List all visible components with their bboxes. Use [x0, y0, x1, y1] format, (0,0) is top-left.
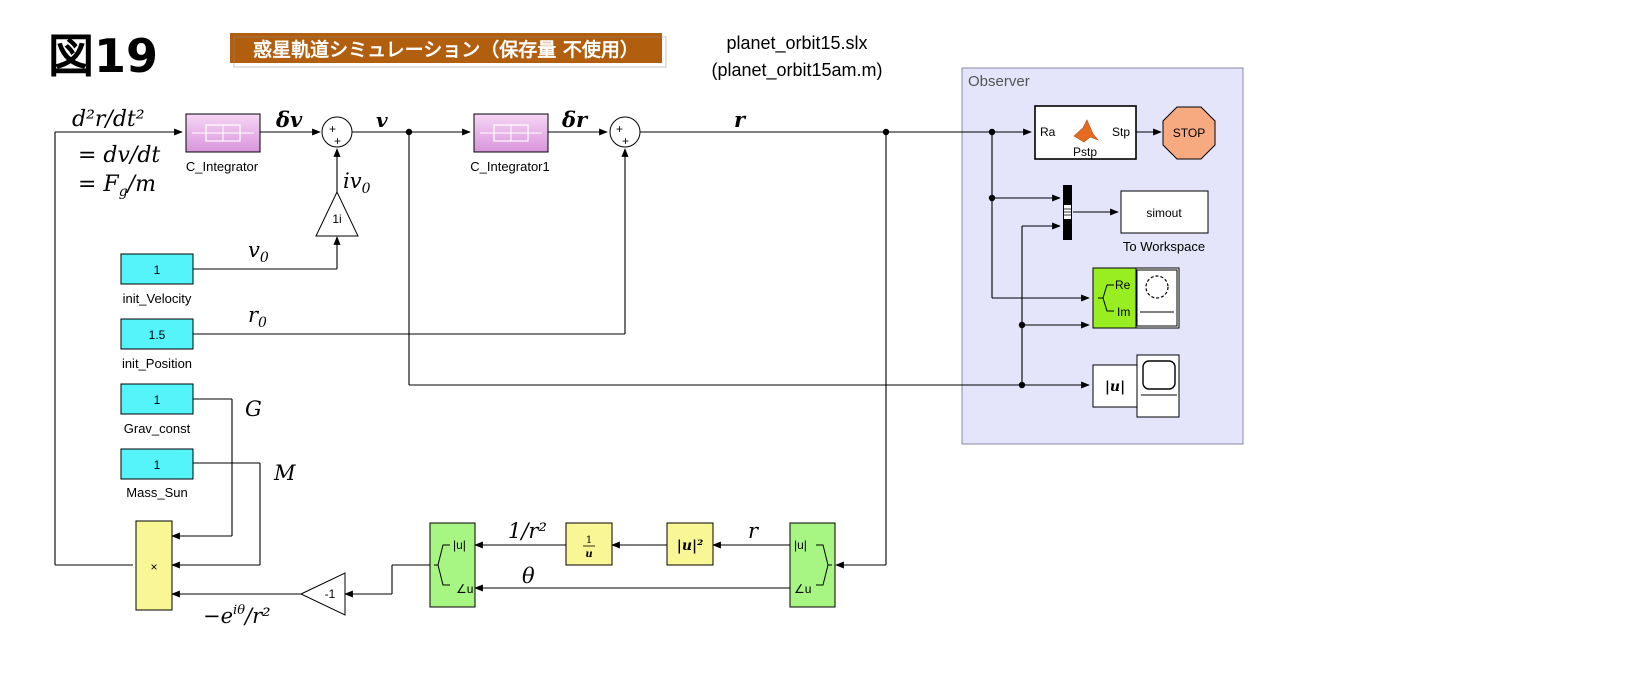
- accel-eq1: = dv/dt: [78, 143, 160, 168]
- xy-scope-screen-icon: [1145, 275, 1169, 299]
- sum-block-position[interactable]: + +: [609, 116, 641, 148]
- title-banner-bg: [230, 33, 662, 63]
- g-label: G: [245, 397, 262, 421]
- r-vector-label: r: [734, 107, 747, 132]
- script-file-name: (planet_orbit15am.m): [711, 60, 882, 81]
- v0-label: v0: [248, 238, 269, 266]
- title-banner: 惑星軌道シミュレーション（保存量 不使用）: [253, 38, 639, 61]
- product-block[interactable]: ×: [135, 520, 173, 611]
- grav-const-name: Grav_const: [124, 421, 191, 436]
- init-position-name: init_Position: [122, 356, 192, 371]
- svg-text:Pstp: Pstp: [1073, 145, 1097, 159]
- svg-text:u: u: [585, 549, 592, 560]
- signal-wires: [54, 128, 1162, 598]
- svg-text:STOP: STOP: [1173, 126, 1205, 140]
- svg-text:+: +: [622, 134, 629, 148]
- svg-text:|u|²: |u|²: [677, 538, 704, 554]
- c-integrator1-block[interactable]: [473, 113, 549, 153]
- gain-1i-block[interactable]: 1i: [315, 190, 359, 237]
- signal-labels: d²r/dt² = dv/dt = Fg/m δv v iv0 v0 r0 δr…: [72, 107, 760, 628]
- r0-label: r0: [248, 303, 267, 331]
- gain-neg1-block[interactable]: -1: [299, 572, 346, 616]
- svg-text:1: 1: [154, 263, 161, 277]
- mass-sun-block[interactable]: 1: [120, 448, 194, 480]
- accel-label: d²r/dt²: [72, 107, 145, 132]
- figure-label: 図19: [48, 29, 158, 83]
- svg-text:1: 1: [154, 458, 161, 472]
- grav-const-block[interactable]: 1: [120, 383, 194, 415]
- scope-block[interactable]: [1136, 354, 1180, 418]
- reciprocal-block[interactable]: 1 u: [565, 522, 613, 566]
- iv0-label: iv0: [343, 169, 371, 197]
- init-velocity-block[interactable]: 1: [120, 253, 194, 285]
- v-label: v: [376, 108, 388, 132]
- delta-r-label: δr: [561, 107, 589, 132]
- force-direction-label: −eiθ/r²: [203, 603, 271, 628]
- svg-text:1.5: 1.5: [149, 328, 166, 342]
- init-velocity-name: init_Velocity: [123, 291, 192, 306]
- svg-text:Stp: Stp: [1112, 125, 1130, 139]
- svg-text:Re: Re: [1115, 278, 1131, 292]
- svg-text:|u|: |u|: [794, 538, 807, 552]
- svg-text:1i: 1i: [332, 212, 341, 226]
- svg-text:Ra: Ra: [1040, 125, 1056, 139]
- xy-graph-block[interactable]: Re Im: [1092, 267, 1180, 329]
- matlab-logo-icon: [1073, 119, 1099, 143]
- svg-text:1: 1: [154, 393, 161, 407]
- theta-label: θ: [522, 564, 535, 588]
- observer-label: Observer: [968, 73, 1030, 90]
- svg-text:1: 1: [586, 535, 592, 546]
- polar-to-complex-block[interactable]: |u| ∠u: [429, 522, 476, 608]
- init-position-block[interactable]: 1.5: [120, 318, 194, 350]
- inv-r2-label: 1/r²: [508, 519, 547, 543]
- to-workspace-name: To Workspace: [1123, 239, 1205, 254]
- abs-block[interactable]: |u|: [1092, 364, 1138, 408]
- mux-block[interactable]: [1063, 185, 1072, 240]
- delta-v-label: δv: [275, 107, 303, 132]
- c-integrator1-name: C_Integrator1: [470, 159, 550, 174]
- abs-squared-block[interactable]: |u|²: [666, 522, 714, 566]
- c-integrator-name: C_Integrator: [186, 159, 259, 174]
- accel-eq2: = Fg/m: [78, 172, 156, 200]
- scope-screen-icon: [1142, 360, 1176, 390]
- svg-text:∠u: ∠u: [794, 582, 811, 596]
- complex-to-polar-block[interactable]: |u| ∠u: [789, 522, 836, 608]
- svg-text:|u|: |u|: [1105, 379, 1125, 395]
- r-scalar-label: r: [748, 519, 760, 543]
- svg-text:×: ×: [150, 560, 157, 574]
- junction-dots: [405, 128, 1026, 389]
- stop-block[interactable]: STOP: [1162, 106, 1216, 160]
- svg-text:+: +: [329, 122, 336, 136]
- svg-text:Im: Im: [1117, 305, 1130, 319]
- svg-text:∠u: ∠u: [456, 582, 473, 596]
- pstp-block[interactable]: Ra Stp Pstp: [1034, 105, 1137, 160]
- sum-block-velocity[interactable]: + +: [321, 116, 353, 148]
- m-label: M: [273, 461, 296, 485]
- to-workspace-block[interactable]: simout: [1120, 190, 1209, 234]
- svg-text:|u|: |u|: [453, 538, 466, 552]
- svg-text:simout: simout: [1146, 206, 1182, 220]
- mass-sun-name: Mass_Sun: [126, 485, 187, 500]
- svg-text:+: +: [334, 134, 341, 148]
- c-integrator-block[interactable]: [185, 113, 261, 153]
- svg-text:+: +: [616, 122, 623, 136]
- model-file-name: planet_orbit15.slx: [726, 33, 867, 54]
- svg-text:-1: -1: [325, 587, 336, 601]
